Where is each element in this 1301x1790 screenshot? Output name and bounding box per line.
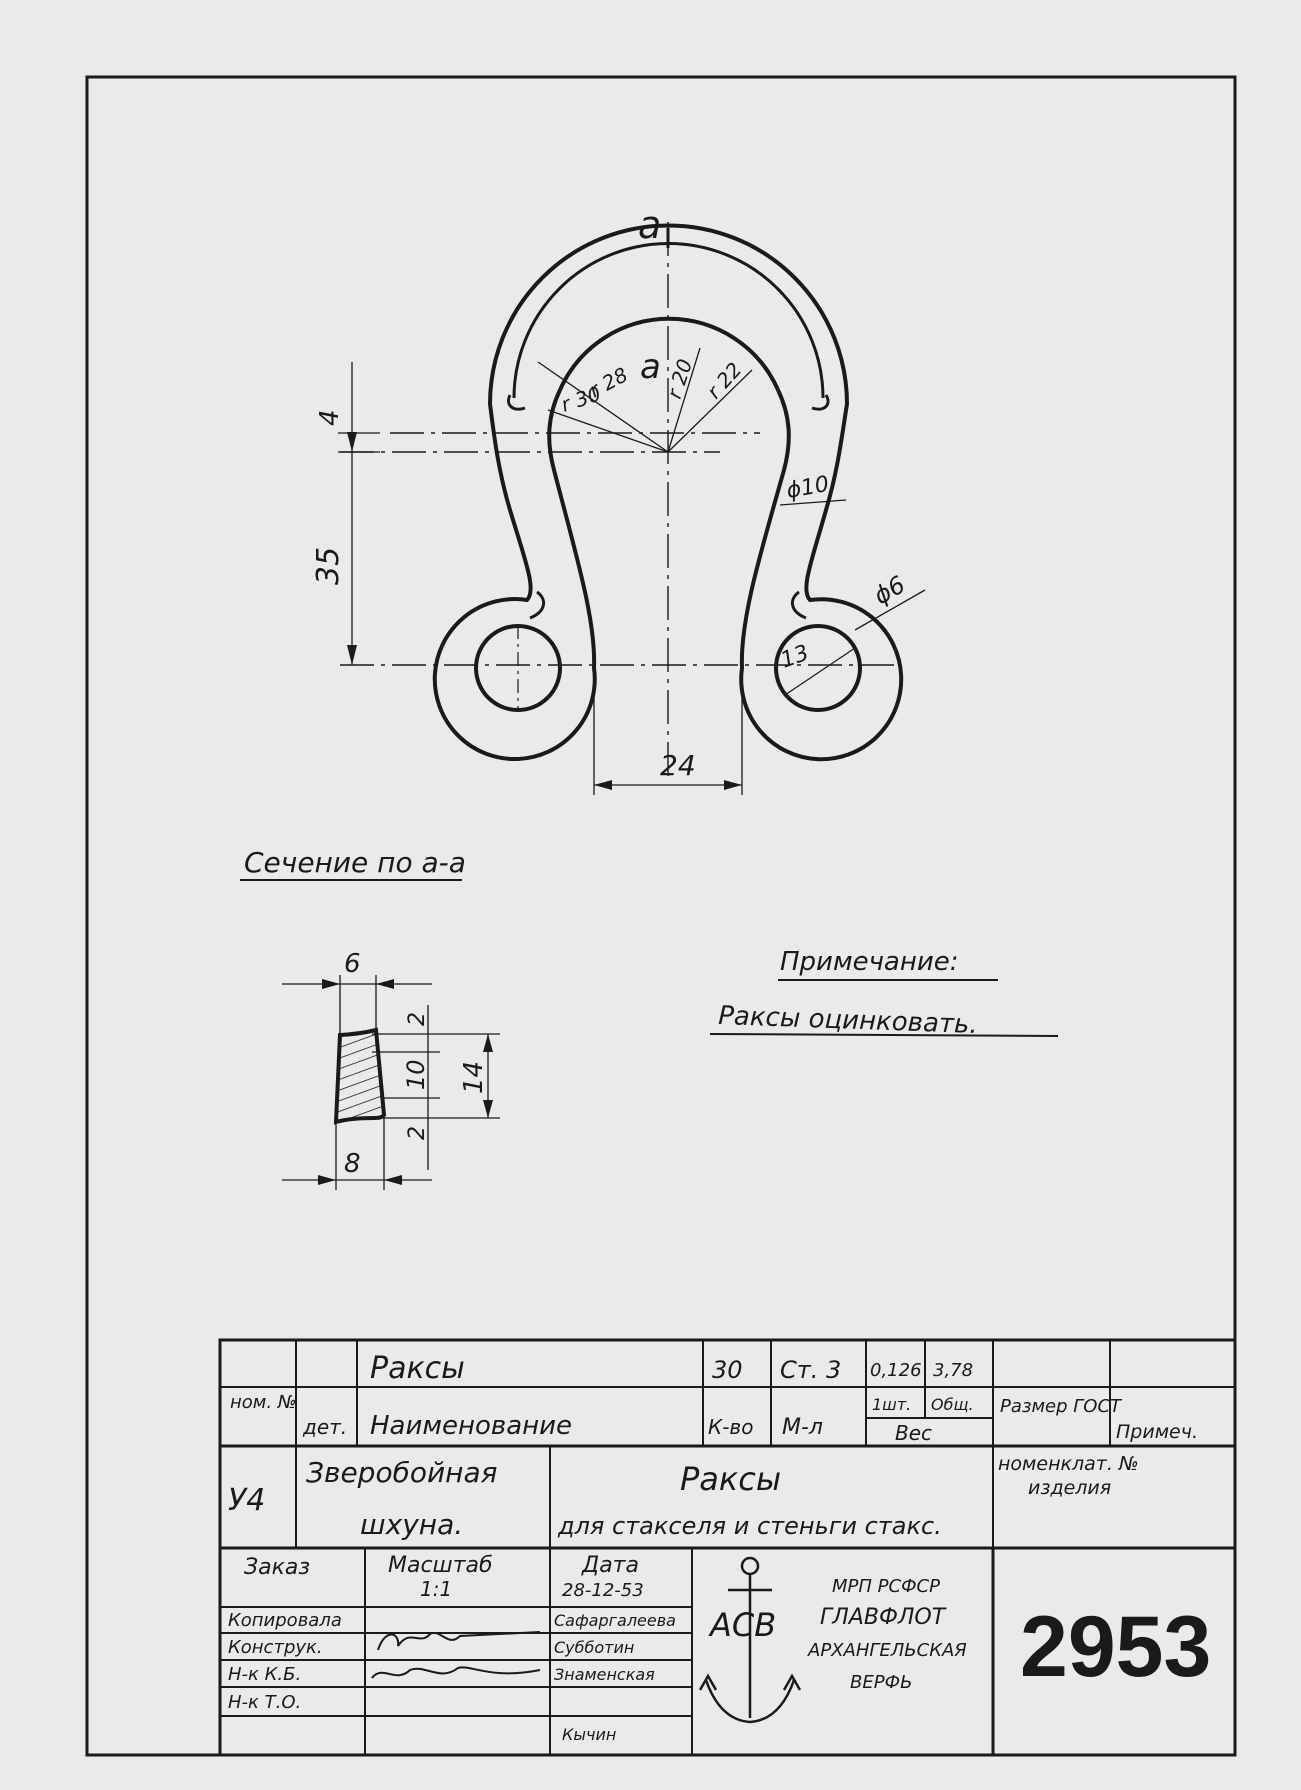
leader-r30 [547,409,669,453]
tb-project-line2: шхуна. [360,1508,463,1541]
main-view [338,222,926,795]
tb-subtitle: для стакселя и стеньги стакс. [557,1512,942,1540]
arrow-35-top [347,432,357,452]
tb-role-2: Конструк. [228,1637,323,1658]
arrow-14-bottom [483,1100,493,1118]
label-dim-35: 35 [311,547,346,585]
right-eye-curl [790,590,807,620]
org-line4: ВЕРФЬ [850,1672,912,1693]
arrow-8-right [384,1175,402,1185]
header-nom: ном. № [230,1392,297,1413]
part-outer-contour [432,223,904,762]
leader-r22 [667,369,753,453]
tb-name-2: Субботин [554,1638,634,1657]
label-dim-4: 4 [315,409,345,426]
header-det: дет. [302,1415,347,1439]
spec-qty: 30 [712,1356,743,1384]
section-profile [333,1027,387,1125]
note-heading: Примечание: [780,947,959,977]
tb-name-4: Кычин [562,1725,616,1744]
header-razmer-gost: Размер ГОСТ [1000,1396,1123,1417]
label-section-2-bottom: 2 [405,1126,430,1140]
arrow-14-top [483,1034,493,1052]
section-arrows [318,979,493,1185]
note-text-underline [709,1033,1059,1037]
dim-line-phi6 [854,589,926,631]
tb-nomenclature-line1: номенклат. № [998,1453,1139,1475]
spec-material: Ст. 3 [780,1356,841,1384]
tb-nomenclature-line2: изделия [1028,1477,1111,1499]
header-primech: Примеч. [1116,1421,1198,1443]
arrow-24-left [594,780,612,790]
spec-weight-total: 3,78 [933,1360,973,1381]
leader-r28 [537,361,669,453]
header-m-l: М-л [782,1415,823,1440]
header-k-vo: К-во [708,1415,753,1439]
slot-end-right [811,394,830,411]
anchor-arms [704,1679,796,1724]
tb-data-label: Дата [581,1553,639,1578]
label-section-6: 6 [344,949,361,979]
tb-role-4: Н-к Т.О. [228,1692,301,1713]
signature-constructor [377,1631,541,1651]
section-view [282,975,500,1190]
title-block [218,1338,1237,1757]
arrow-24-right [724,780,742,790]
section-title: Сечение по а-а [244,846,466,879]
section-mark-top: a [638,203,661,247]
header-total: Общ. [931,1395,974,1414]
left-eye-curl [529,590,546,620]
logo-letters: АСВ [708,1606,776,1644]
anchor-fluke-right [782,1673,802,1691]
leader-r20 [667,347,701,453]
label-section-10: 10 [402,1059,430,1090]
anchor-fluke-left [698,1673,718,1691]
tb-role-3: Н-к К.Б. [228,1664,301,1685]
arrow-6-right [376,979,394,989]
signature-head-kb [371,1666,541,1679]
section-mark-inner: a [640,347,661,387]
header-naimenovanie: Наименование [370,1411,572,1441]
org-line3: АРХАНГЕЛЬСКАЯ [807,1640,967,1661]
tb-masshtab-value: 1:1 [420,1577,452,1601]
tb-masshtab-label: Масштаб [388,1553,493,1578]
label-section-14: 14 [459,1061,489,1094]
dim-line-13 [784,647,856,696]
drawing-number: 2953 [1020,1599,1211,1695]
tb-project-line1: Зверобойная [306,1456,498,1489]
tb-title: Раксы [680,1460,781,1498]
label-dim-24: 24 [660,749,696,782]
right-eye-hole [774,624,862,712]
arrow-6-left [322,979,340,989]
tb-name-3: Знаменская [554,1665,655,1684]
spec-weight-one: 0,126 [870,1360,922,1381]
spec-name: Раксы [370,1351,465,1386]
header-one-pc: 1шт. [872,1395,911,1414]
org-line2: ГЛАВФЛОТ [820,1605,947,1630]
tb-code: У4 [228,1483,265,1518]
dim-line-phi10 [779,499,847,506]
anchor-logo [698,1556,802,1724]
header-ves: Вес [895,1421,932,1445]
main-view-arrows [347,432,742,790]
org-line1: МРП РСФСР [832,1576,940,1597]
arrow-8-left [318,1175,336,1185]
label-section-8: 8 [344,1149,361,1179]
arrow-35-bottom [347,645,357,665]
slot-end-left [507,394,526,411]
tb-zakaz: Заказ [244,1555,310,1580]
label-section-2-top: 2 [405,1012,430,1026]
tb-name-1: Сафаргалеева [554,1611,676,1630]
tb-data-value: 28-12-53 [562,1580,644,1601]
tb-role-1: Копировала [228,1610,342,1631]
